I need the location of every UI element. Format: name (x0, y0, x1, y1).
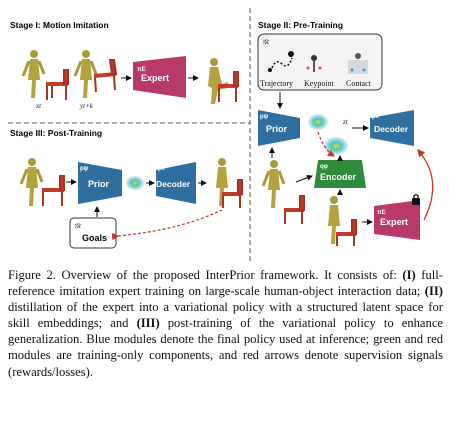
caption-text: Overview of the proposed InterPrior fram… (55, 268, 403, 282)
chair-figure (42, 175, 65, 206)
expert-module-stage1: πE Expert (133, 56, 186, 98)
goals-label: Goals (82, 233, 107, 243)
caption-text: post-training of the variational policy … (8, 316, 443, 379)
caption-item-number: (I) (402, 268, 416, 282)
caption-item-number: (II) (424, 284, 443, 299)
chair-figure (218, 71, 239, 102)
goal-type-contact: Contact (346, 79, 372, 88)
latent-distribution-icon (324, 137, 348, 155)
caption-text: full-reference imitation expert training… (8, 268, 443, 299)
expert-label: Expert (141, 73, 169, 83)
chair-figure (94, 59, 118, 93)
prior-label: Prior (266, 124, 288, 134)
p-theta-symbol: pθ (372, 114, 379, 120)
reward-arrow (111, 209, 223, 241)
kl-loss-arrow (317, 131, 336, 157)
lock-icon (412, 193, 420, 205)
goal-symbol: 𝒢t (74, 222, 82, 230)
expert-module-stage2: πE Expert (374, 200, 420, 240)
expert-label: Expert (380, 217, 408, 227)
goal-type-keypoint: Keypoint (304, 79, 335, 88)
goal-type-trajectory: Trajectory (260, 79, 293, 88)
humanoid-figure (21, 50, 46, 98)
figure-caption: Figure 2. Overview of the proposed Inter… (8, 267, 443, 380)
keypoint-icon (306, 55, 322, 72)
contact-icon (348, 53, 368, 74)
caption-item-number: (III) (136, 316, 160, 331)
goal-symbol: 𝒢t (262, 38, 270, 46)
p-theta-symbol: pθ (158, 166, 165, 172)
goals-box: 𝒢t Goals (69, 217, 117, 249)
prior-label: Prior (88, 179, 110, 189)
goal-types-box: 𝒢t Trajectory Keypoint Contact (257, 33, 383, 91)
humanoid-figure (216, 158, 228, 206)
latent-distribution-icon (126, 176, 144, 190)
decoder-module-stage2: pθ Decoder (370, 110, 414, 146)
decoder-label: Decoder (156, 179, 191, 189)
chair-figure (46, 69, 69, 100)
humanoid-figure (328, 196, 340, 244)
humanoid-figure (261, 160, 286, 208)
stage2-label: Stage II: Pre-Training (258, 20, 343, 30)
encoder-label: Encoder (320, 172, 357, 182)
prior-module-stage2: pψ Prior (258, 110, 300, 146)
humanoid-figure (73, 50, 98, 98)
p-psi-symbol: pψ (260, 114, 269, 120)
stage3-label: Stage III: Post-Training (10, 128, 102, 138)
y-t-label: yt+k (79, 102, 94, 110)
z-t-label: zt (342, 118, 349, 126)
p-psi-symbol: pψ (80, 166, 89, 172)
pi-e-symbol: πE (137, 67, 146, 73)
distillation-loss-arrow (417, 149, 434, 221)
latent-distribution-icon (308, 114, 328, 130)
chair-figure (284, 195, 305, 224)
decoder-module-stage3: pθ Decoder (156, 162, 196, 204)
framework-figure: Stage I: Motion Imitation Stage II: Pre-… (8, 8, 434, 262)
stage1-label: Stage I: Motion Imitation (10, 20, 109, 30)
trajectory-icon (268, 51, 294, 72)
chair-figure (336, 219, 357, 246)
caption-label: Figure 2. (8, 268, 56, 282)
decoder-label: Decoder (374, 124, 409, 134)
humanoid-figure (19, 158, 44, 206)
chair-figure (222, 179, 243, 208)
encoder-module: qφ Encoder (314, 160, 366, 188)
prior-module-stage3: pψ Prior (78, 162, 122, 204)
pi-e-symbol: πE (377, 210, 386, 216)
x-t-label: xt (35, 102, 42, 110)
q-phi-symbol: qφ (320, 164, 329, 170)
caption-text: distillation of the expert into a variat… (8, 300, 443, 331)
arrow (295, 174, 313, 183)
